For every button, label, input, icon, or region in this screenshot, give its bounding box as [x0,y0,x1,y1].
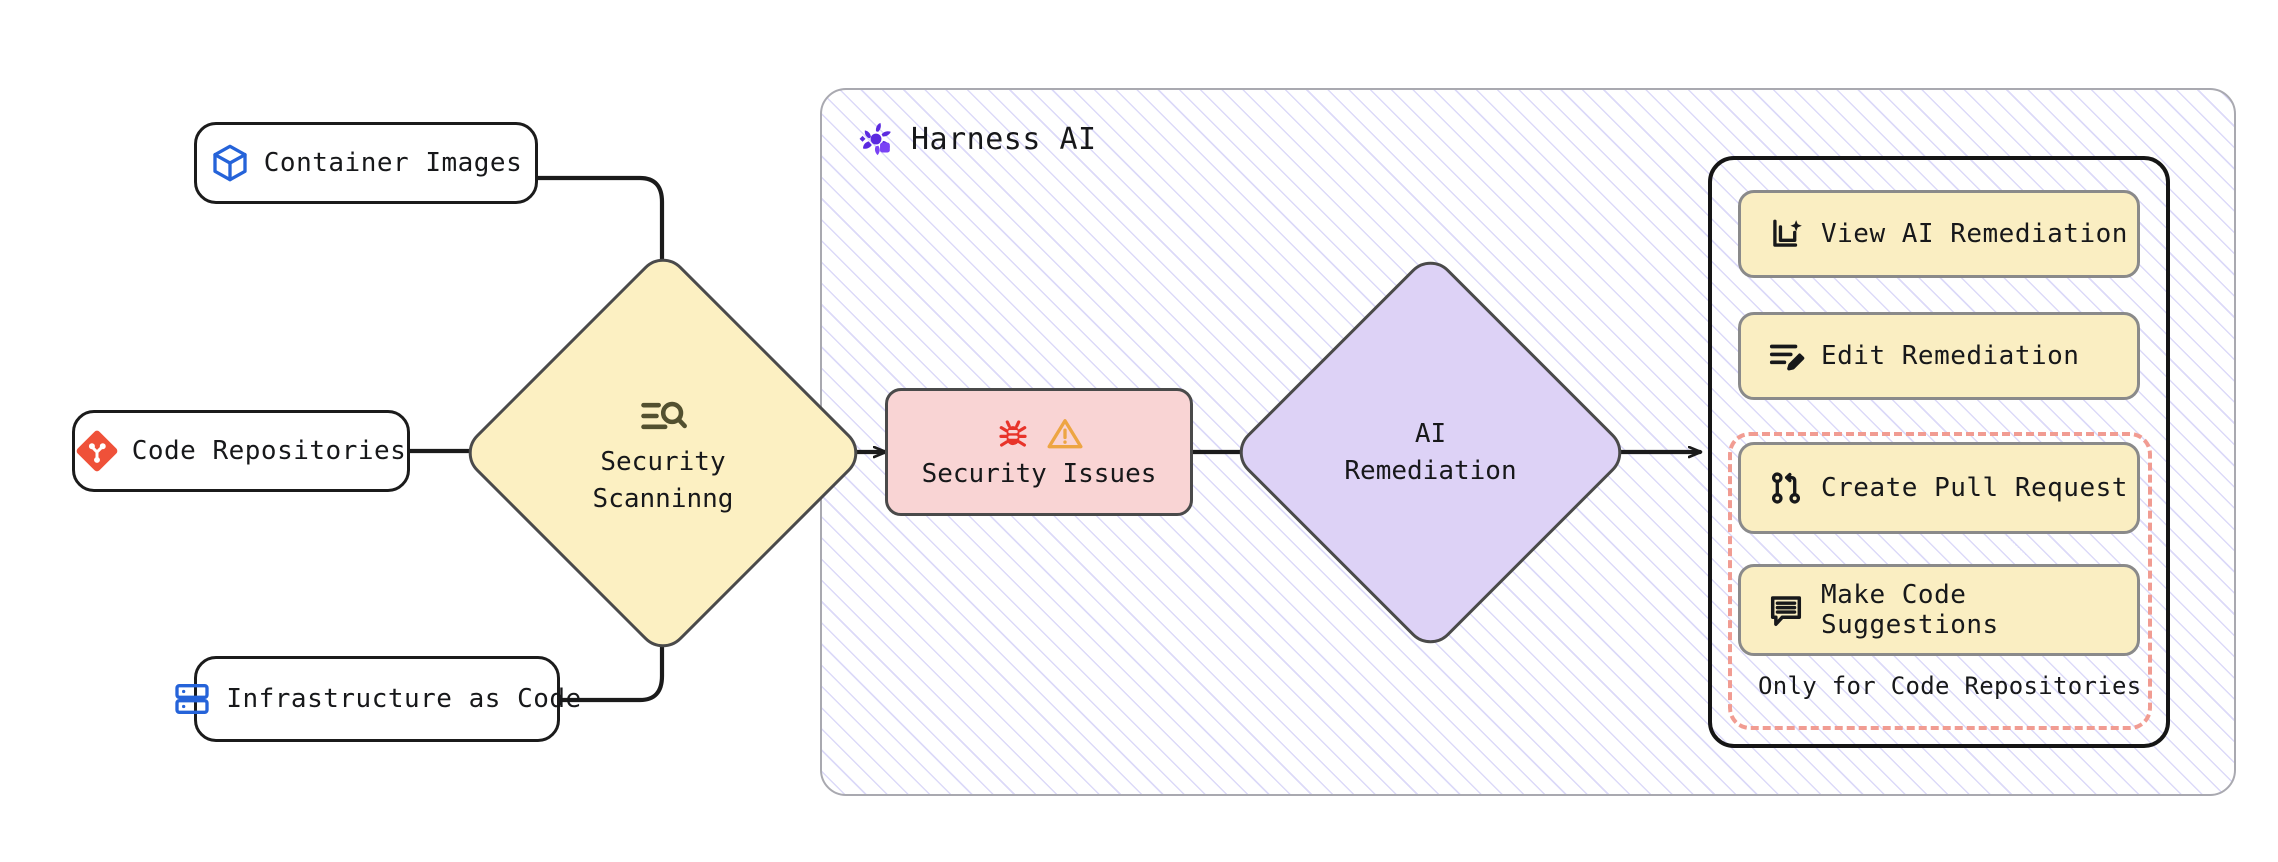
source-node-infrastructure-as-code[interactable]: Infrastructure as Code [175,656,581,742]
source-node-code-repositories[interactable]: Code Repositories [72,410,410,492]
action-label: View AI Remediation [1821,219,2128,249]
cube-icon [213,144,247,182]
source-node-label: Infrastructure as Code [226,684,582,714]
code-repo-only-group [1728,432,2152,730]
harness-logo-icon [859,122,891,156]
comment-lines-icon [1770,596,1802,626]
security-issues-node[interactable]: Security Issues [885,388,1193,516]
harness-ai-panel-title: Harness AI [855,118,1097,160]
harness-ai-panel-title-label: Harness AI [911,121,1097,157]
action-label: Edit Remediation [1821,341,2080,371]
list-pencil-icon [1769,344,1805,371]
source-node-label: Code Repositories [131,436,407,466]
code-repo-only-caption: Only for Code Repositories [1758,672,2142,700]
action-create-pull-request[interactable]: Create Pull Request [1738,442,2140,534]
security-scanning-shape [457,247,869,659]
ai-remediation-node[interactable]: AI Remediation [1228,250,1633,655]
security-scanning-node[interactable]: Security Scanninng [457,247,869,659]
action-view-ai-remediation[interactable]: View AI Remediation [1738,190,2140,278]
action-edit-remediation[interactable]: Edit Remediation [1738,312,2140,400]
git-icon [76,430,118,472]
action-label: Make Code Suggestions [1821,580,1999,640]
ai-actions-container [1708,156,2170,748]
action-make-code-suggestions[interactable]: Make Code Suggestions [1738,564,2140,656]
bug-icon [999,420,1027,447]
server-stack-icon [175,684,209,714]
warning-triangle-icon [1047,419,1083,449]
ai-remediation-shape [1228,250,1633,655]
sparkle-doc-icon [1773,219,1802,247]
source-node-label: Container Images [263,148,523,178]
pull-request-icon [1771,472,1801,504]
security-issues-label: Security Issues [921,459,1157,489]
action-label: Create Pull Request [1821,473,2128,503]
security-issues-icon-row [994,415,1084,453]
source-node-container-images[interactable]: Container Images [194,122,538,204]
